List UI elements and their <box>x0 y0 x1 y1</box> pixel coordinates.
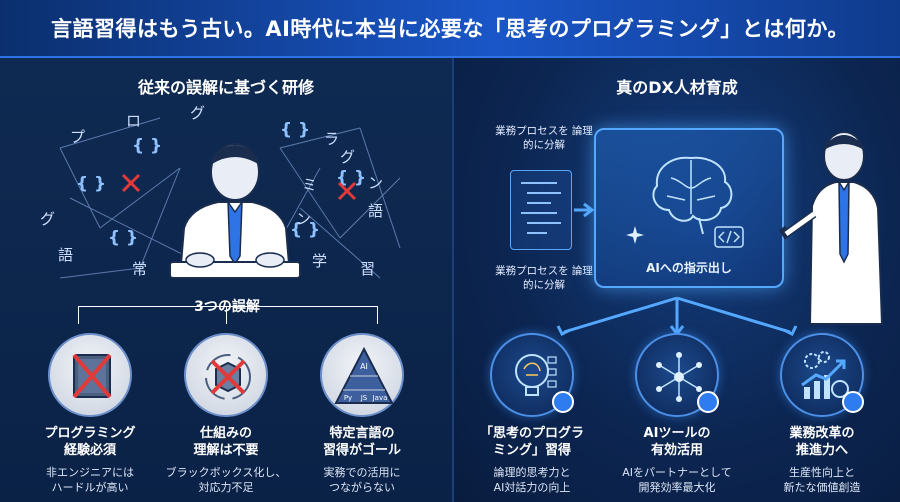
sparkle-icon <box>626 226 644 244</box>
pyramid-label: AI <box>360 362 368 371</box>
network-nodes-icon <box>635 333 719 417</box>
page-title: 言語習得はもう古い。AI時代に本当に必要な「思考のプログラミング」とは何か。 <box>50 17 849 41</box>
check-icon <box>552 391 574 413</box>
tangled-lines <box>59 117 401 279</box>
document-icon <box>510 170 572 250</box>
glyph: グ <box>340 148 356 166</box>
right-panel-heading: 真のDX人材育成 <box>616 78 738 97</box>
mistake-name: プログラミング 経験必須 <box>44 426 136 458</box>
glyph: 語 <box>368 202 384 220</box>
book-icon <box>48 333 132 417</box>
glyph: { } <box>108 228 139 248</box>
benefit-name: AIツールの 有効活用 <box>643 426 711 458</box>
process-label-bottom: 業務プロセスを 論理的に分解 <box>495 265 593 291</box>
glyph: { } <box>280 120 311 140</box>
screen-label: AIへの指示出し <box>646 261 732 275</box>
benefit-desc: 論理的思考力と AI対話力の向上 <box>493 466 571 494</box>
benefit-card-ai-tools: AIツールの 有効活用 AIをパートナーとして 開発効率最大化 <box>607 333 747 495</box>
benefit-desc: AIをパートナーとして 開発効率最大化 <box>622 466 732 494</box>
ai-screen: AIへの指示出し <box>594 128 784 288</box>
mistake-name: 仕組みの 理解は不要 <box>193 426 259 458</box>
glyph: ラ <box>324 130 340 148</box>
glyph: ロ <box>126 112 142 130</box>
check-icon <box>697 391 719 413</box>
benefit-name: 業務改革の 推進力へ <box>789 426 855 458</box>
panel-divider <box>452 58 454 502</box>
mistake-card-language: AI Py JS Java 特定言語の 習得がゴール 実務での活用に つながらな… <box>292 333 432 495</box>
mistake-name: 特定言語の 習得がゴール <box>322 426 401 458</box>
glyph: 常 <box>132 260 148 278</box>
benefit-card-reform: 業務改革の 推進力へ 生産性向上と 新たな価値創造 <box>752 333 892 495</box>
mistake-desc: ブラックボックス化し、 対応力不足 <box>165 466 287 494</box>
right-panel: 真のDX人材育成 業務プロセスを 論理的に分解 業務プロセスを 論理的に分解 A… <box>454 58 900 502</box>
benefit-name: 「思考のプログラ ミング」習得 <box>479 426 584 458</box>
mistake-card-mechanism: 仕組みの 理解は不要 ブラックボックス化し、 対応力不足 <box>156 333 296 495</box>
glyph: ミ <box>302 176 318 194</box>
growth-chart-icon <box>780 333 864 417</box>
pyramid-label: Java <box>372 394 388 402</box>
benefit-desc: 生産性向上と 新たな価値創造 <box>783 466 861 494</box>
presenter-icon <box>778 131 884 325</box>
glyph: ン <box>368 174 384 192</box>
bracket-stem <box>226 306 227 324</box>
pyramid-label: Py <box>344 394 352 402</box>
process-label-top: 業務プロセスを 論理的に分解 <box>495 125 593 151</box>
glyph: プ <box>70 128 86 146</box>
glyph: グ <box>190 104 206 122</box>
mistakes-bracket <box>78 306 378 307</box>
check-icon <box>842 391 864 413</box>
glyph: { } <box>290 220 321 240</box>
confusion-scene: プ ロ グ { } { } ラ グ ミ { } { } { } ン 語 学 習 … <box>40 104 420 338</box>
x-mark-icon <box>121 173 141 193</box>
benefit-card-thinking: 「思考のプログラ ミング」習得 論理的思考力と AI対話力の向上 <box>462 333 602 495</box>
code-icon <box>714 226 744 248</box>
glyph: ン <box>296 210 312 228</box>
branch-arrows <box>556 296 798 337</box>
mistake-desc: 非エンジニアには ハードルが高い <box>46 466 134 494</box>
glyph: 語 <box>58 246 74 264</box>
lightbulb-brain-icon <box>490 333 574 417</box>
black-box-icon <box>184 333 268 417</box>
glyph: { } <box>336 168 367 188</box>
pyramid-label: JS <box>360 394 368 402</box>
glyph: { } <box>76 174 107 194</box>
left-panel-heading: 従来の誤解に基づく研修 <box>137 78 314 97</box>
x-mark-icon <box>337 181 357 201</box>
mistakes-label: 3つの誤解 <box>194 299 260 315</box>
glyph: { } <box>132 136 163 156</box>
arrow-right-icon <box>574 202 595 218</box>
bracket-stem <box>377 306 378 324</box>
glyph: 習 <box>360 260 376 278</box>
mistake-desc: 実務での活用に つながらない <box>323 466 401 494</box>
language-pyramid-icon: AI Py JS Java <box>320 333 404 417</box>
person-at-desk-icon <box>169 143 301 279</box>
mistake-card-experience: プログラミング 経験必須 非エンジニアには ハードルが高い <box>20 333 160 495</box>
left-panel: 従来の誤解に基づく研修 プ ロ グ { } { } ラ グ ミ <box>0 58 452 502</box>
glyph: グ <box>40 210 56 228</box>
bracket-stem <box>78 306 79 324</box>
header-banner: 言語習得はもう古い。AI時代に本当に必要な「思考のプログラミング」とは何か。 <box>0 0 900 58</box>
brain-icon <box>652 156 733 235</box>
glyph: 学 <box>312 252 328 270</box>
